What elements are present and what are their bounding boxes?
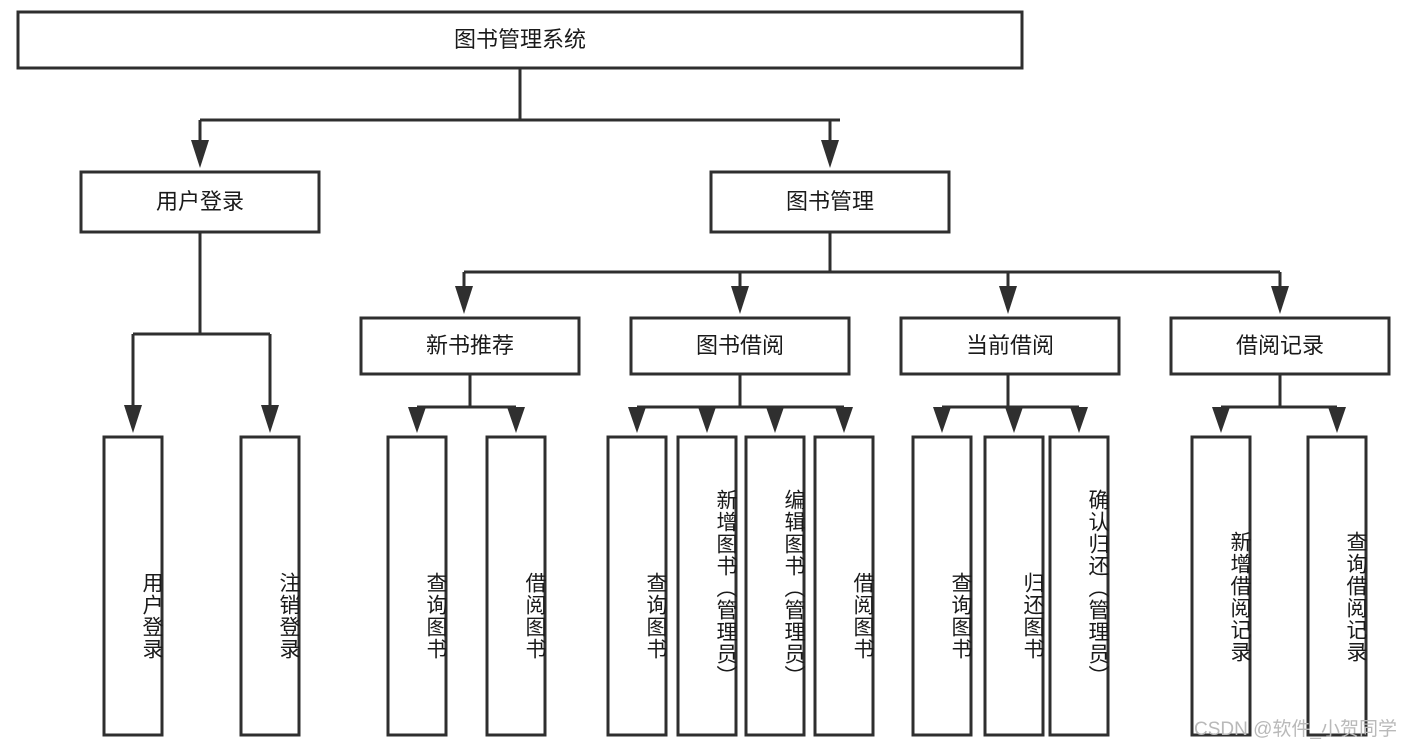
node-book-manage[interactable]: 图书管理: [709, 170, 951, 234]
arrow-head-leaf-query-book-1: [408, 407, 426, 433]
node-borrow-record-box[interactable]: [1169, 316, 1391, 376]
node-borrow-record-label: 借阅记录: [1236, 333, 1324, 358]
arrow-head-leaf-query-book-3: [933, 407, 951, 433]
leaf-box-confirm-return-admin[interactable]: [1048, 435, 1110, 737]
node-book-borrow[interactable]: 图书借阅: [629, 316, 851, 376]
connector-group-current-borrow: [933, 374, 1088, 433]
connector-group-user-login: [124, 232, 279, 433]
node-current-borrow-box[interactable]: [899, 316, 1121, 376]
arrow-head-leaf-confirm-return-admin: [1070, 407, 1088, 433]
node-book-manage-box[interactable]: [709, 170, 951, 234]
arrow-head-leaf-borrow-book-1: [507, 407, 525, 433]
arrow-head-leaf-logout: [261, 405, 279, 433]
leaf-box-group: [102, 435, 1368, 737]
leaf-box-return-book[interactable]: [983, 435, 1045, 737]
node-root-box[interactable]: [16, 10, 1024, 70]
node-user-login[interactable]: 用户登录: [79, 170, 321, 234]
node-root-label: 图书管理系统: [454, 27, 586, 52]
node-book-borrow-box[interactable]: [629, 316, 851, 376]
arrow-head-user-login: [191, 140, 209, 168]
leaf-box-user-login[interactable]: [102, 435, 164, 737]
csdn-watermark: CSDN @软件_小贺同学: [1194, 719, 1397, 740]
arrow-head-leaf-user-login: [124, 405, 142, 433]
leaf-box-logout[interactable]: [239, 435, 301, 737]
arrow-head-leaf-borrow-book-2: [835, 407, 853, 433]
leaf-box-add-borrow-record[interactable]: [1190, 435, 1252, 737]
leaf-box-query-book-1[interactable]: [386, 435, 448, 737]
leaf-box-query-book-2[interactable]: [606, 435, 668, 737]
node-user-login-box[interactable]: [79, 170, 321, 234]
arrow-head-leaf-query-borrow-record: [1328, 407, 1346, 433]
node-current-borrow-label: 当前借阅: [966, 333, 1054, 358]
arrow-head-current-borrow: [999, 286, 1017, 314]
leaf-box-query-borrow-record[interactable]: [1306, 435, 1368, 737]
arrow-head-leaf-add-book-admin: [698, 407, 716, 433]
node-book-borrow-label: 图书借阅: [696, 333, 784, 358]
node-root[interactable]: 图书管理系统: [16, 10, 1024, 70]
leaf-box-borrow-book-1[interactable]: [485, 435, 547, 737]
leaf-box-edit-book-admin[interactable]: [744, 435, 806, 737]
node-new-book-recommend-label: 新书推荐: [426, 333, 514, 358]
node-new-book-recommend-box[interactable]: [359, 316, 581, 376]
arrow-head-new-book-recommend: [455, 286, 473, 314]
connector-group-book-manage: [455, 232, 1289, 314]
node-user-login-label: 用户登录: [156, 189, 244, 214]
node-new-book-recommend[interactable]: 新书推荐: [359, 316, 581, 376]
arrow-head-book-borrow: [731, 286, 749, 314]
arrow-head-book-manage: [821, 140, 839, 168]
arrow-head-leaf-add-borrow-record: [1212, 407, 1230, 433]
leaf-box-query-book-3[interactable]: [911, 435, 973, 737]
arrow-head-leaf-return-book: [1005, 407, 1023, 433]
connector-group-new-book-recommend: [408, 374, 525, 433]
connector-group-root: [191, 68, 840, 168]
leaf-box-borrow-book-2[interactable]: [813, 435, 875, 737]
node-current-borrow[interactable]: 当前借阅: [899, 316, 1121, 376]
node-borrow-record[interactable]: 借阅记录: [1169, 316, 1391, 376]
arrow-head-leaf-edit-book-admin: [766, 407, 784, 433]
connector-group-borrow-record: [1212, 374, 1346, 433]
arrow-head-leaf-query-book-2: [628, 407, 646, 433]
connector-group-book-borrow: [628, 374, 853, 433]
leaf-box-add-book-admin[interactable]: [676, 435, 738, 737]
arrow-head-borrow-record: [1271, 286, 1289, 314]
node-book-manage-label: 图书管理: [786, 189, 874, 214]
